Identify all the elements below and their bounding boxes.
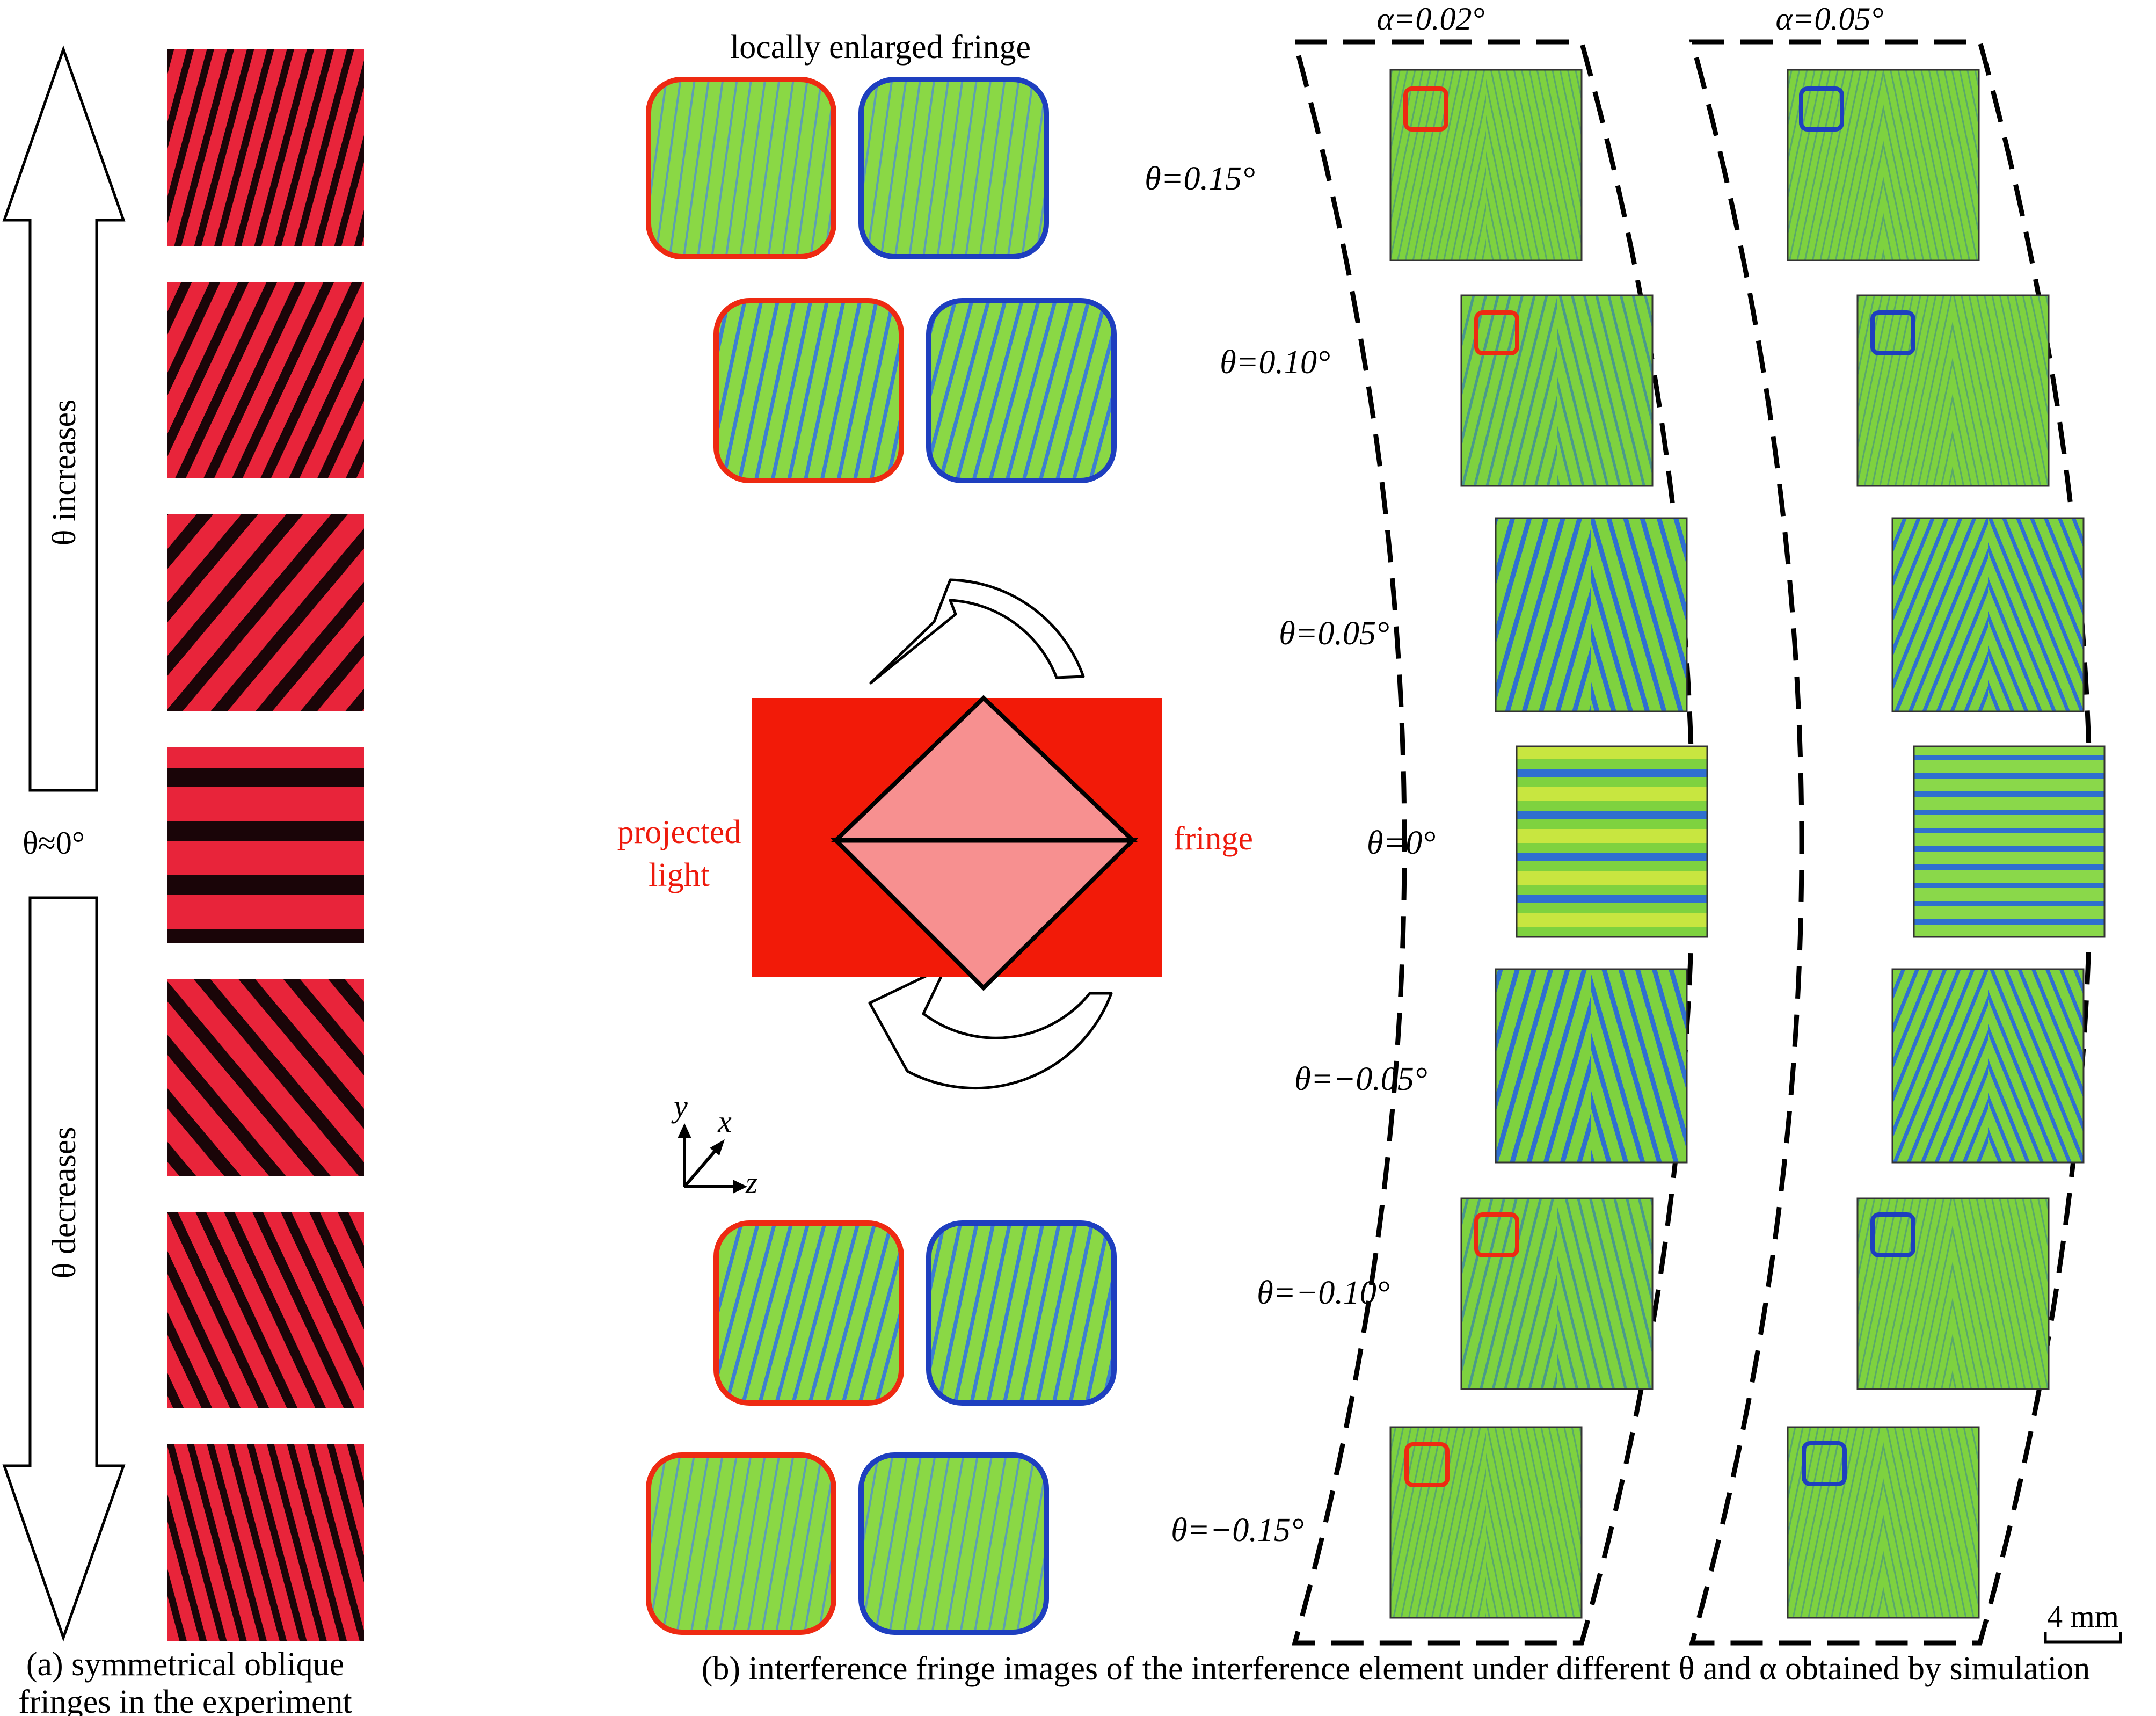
experiment-fringe-2 (167, 282, 364, 478)
experiment-fringe-1 (167, 49, 364, 246)
alpha-left-label: α=0.02° (1377, 1, 1485, 37)
sim-image-a005-t0 (1913, 745, 2106, 938)
experiment-fringe-4 (167, 747, 364, 943)
panel-b-left: locally enlarged fringe projected light … (617, 29, 1253, 1635)
down-arrow-icon (2, 896, 126, 1642)
sim-image-a005-t010 (1856, 294, 2050, 487)
sim-image-a005-tm005 (1891, 968, 2085, 1164)
panel-a: θ increases θ decreases θ≈0° (a) symmetr… (2, 45, 364, 1716)
up-arrow-icon (2, 45, 126, 792)
axis-x-label: x (717, 1104, 732, 1139)
projected-light-label-1: projected (617, 814, 741, 850)
theta-label-7: θ=−0.15° (1171, 1512, 1303, 1548)
zoom-box-red-2 (713, 298, 904, 483)
rotate-arrow-icon (868, 965, 1113, 1090)
theta-decreases-label: θ decreases (46, 1127, 83, 1279)
sim-image-a002-t010 (1460, 294, 1654, 487)
axis-y-label: y (671, 1089, 688, 1124)
axes-icon (678, 1123, 747, 1194)
caption-a-line2: fringes in the experiment (18, 1684, 352, 1716)
fringe-label: fringe (1174, 820, 1253, 857)
sim-image-a002-tm015 (1389, 1426, 1583, 1619)
zoom-box-blue-1 (858, 77, 1049, 259)
theta-label-3: θ=0.05° (1279, 615, 1389, 652)
zoom-box-blue-3 (926, 1220, 1117, 1406)
theta-label-2: θ=0.10° (1220, 344, 1330, 381)
scale-bar (2044, 1632, 2122, 1644)
caption-a-line1: (a) symmetrical oblique (26, 1646, 344, 1683)
scale-bar-label: 4 mm (2047, 1599, 2119, 1634)
sim-image-a002-t0 (1516, 745, 1708, 938)
theta-label-4: θ=0° (1367, 825, 1436, 861)
sim-image-a002-t005 (1495, 517, 1688, 712)
sim-image-a002-tm005 (1495, 968, 1688, 1164)
zoom-box-red-3 (713, 1220, 904, 1406)
experiment-fringe-3 (167, 514, 364, 711)
theta-label-1: θ=0.15° (1145, 161, 1255, 197)
sim-image-a002-t015 (1389, 69, 1583, 261)
sim-image-a005-t015 (1787, 69, 1980, 261)
zoom-box-red-4 (646, 1452, 836, 1635)
zoom-box-blue-4 (858, 1452, 1049, 1635)
experiment-fringe-7 (167, 1444, 364, 1641)
theta-zero-label: θ≈0° (23, 825, 85, 861)
sim-image-a005-tm015 (1787, 1426, 1980, 1619)
sim-image-a005-tm010 (1856, 1197, 2050, 1390)
axis-z-label: z (745, 1165, 758, 1200)
enlarged-fringe-title: locally enlarged fringe (730, 29, 1031, 66)
caption-b: (b) interference fringe images of the in… (702, 1650, 2090, 1687)
alpha-right-label: α=0.05° (1776, 1, 1884, 37)
theta-label-6: θ=−0.10° (1257, 1275, 1389, 1311)
theta-increases-label: θ increases (46, 399, 83, 546)
sim-image-a005-t005 (1891, 517, 2085, 712)
rotate-arrow-icon (869, 578, 1085, 685)
experiment-fringe-6 (167, 1212, 364, 1408)
zoom-box-blue-2 (926, 298, 1117, 483)
panel-b-right: α=0.02° α=0.05° θ=0.15° θ=0.10° θ=0.05° … (1145, 1, 2122, 1646)
projected-light-label-2: light (649, 857, 710, 893)
sim-image-a002-tm010 (1460, 1197, 1654, 1390)
zoom-box-red-1 (646, 77, 836, 259)
experiment-fringe-5 (167, 979, 364, 1176)
theta-label-5: θ=−0.05° (1294, 1061, 1427, 1097)
